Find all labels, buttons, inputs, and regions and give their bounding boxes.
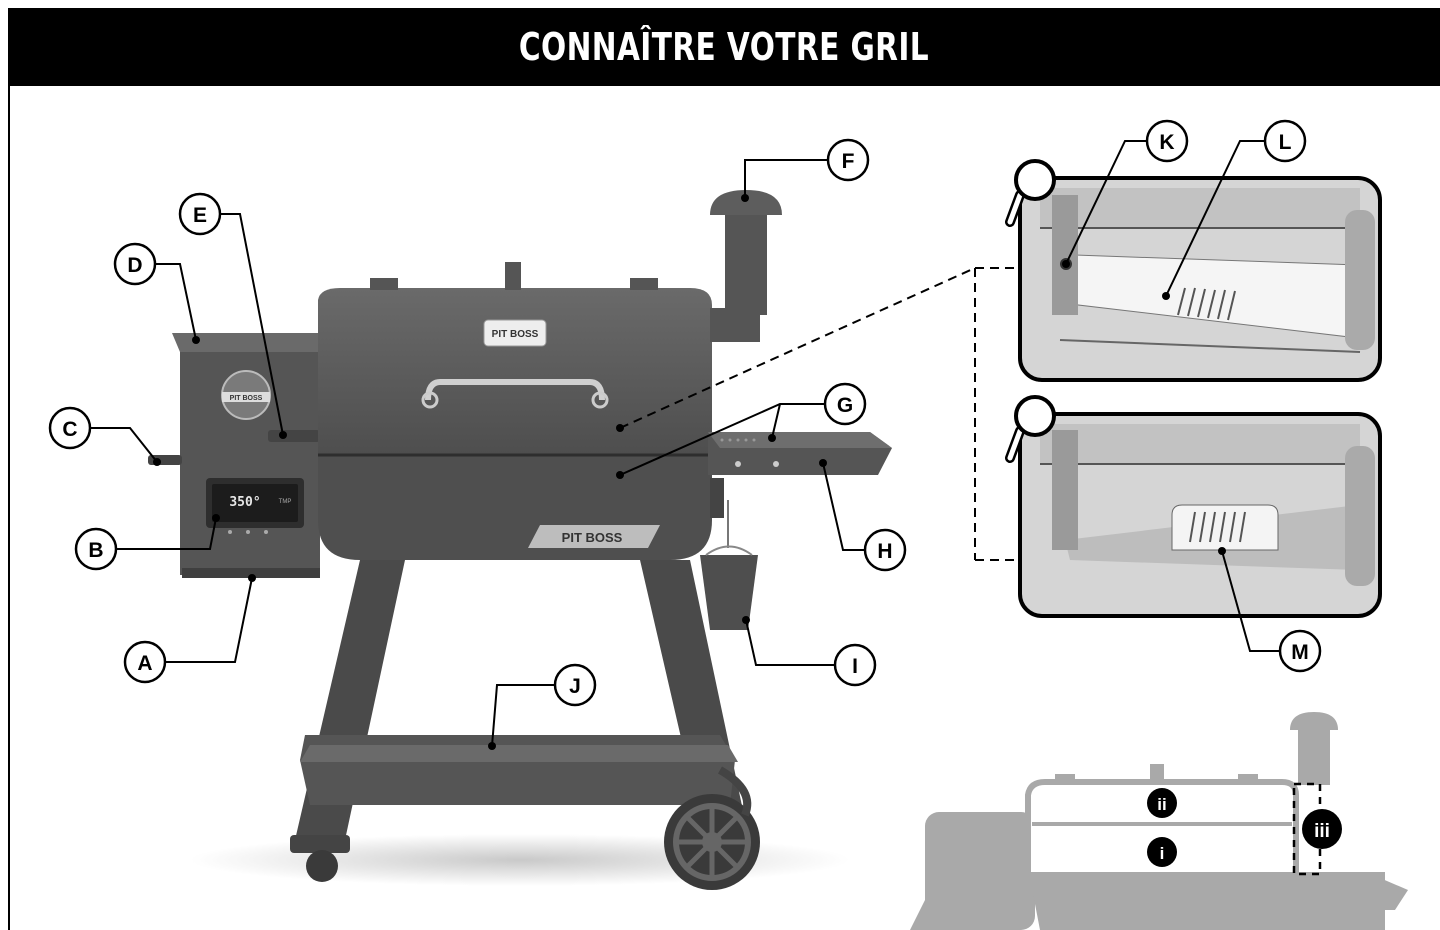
callout-h-label: H (877, 540, 892, 563)
callout-d (113, 242, 157, 286)
callout-l (1263, 119, 1307, 163)
callout-g-label: G (837, 394, 853, 417)
zone-iii-label: iii (1314, 821, 1330, 842)
page-header: CONNAÎTRE VOTRE GRIL (8, 8, 1440, 86)
controller-panel: 350° TMP (206, 478, 304, 534)
callout-b-label: B (88, 539, 103, 562)
callout-m (1278, 629, 1322, 673)
leader-lines (90, 159, 865, 747)
caster-wheel (306, 850, 338, 882)
magnifier-icon (1005, 159, 1056, 227)
hopper-logo: PIT BOSS (221, 370, 271, 420)
callout-i-label: I (852, 655, 858, 678)
zone-ii-marker (1147, 788, 1177, 818)
callout-c-label: C (62, 418, 77, 441)
hopper-lid (172, 333, 318, 352)
svg-text:350°: 350° (229, 495, 260, 510)
magnifier-icon (1005, 395, 1056, 463)
frame-border (8, 86, 10, 930)
grill-silhouette (910, 712, 1408, 930)
page-title: CONNAÎTRE VOTRE GRIL (518, 25, 930, 69)
leader-dots (153, 194, 827, 750)
dashed-connector (619, 267, 1022, 561)
callouts (48, 119, 1322, 707)
svg-text:PIT BOSS: PIT BOSS (562, 530, 623, 545)
zone-markers: ii i iii (1147, 788, 1342, 867)
grill-barrel (318, 455, 712, 560)
barrel-nameplate (528, 525, 660, 548)
zone-i-marker (1147, 837, 1177, 867)
callout-f (826, 138, 870, 182)
callout-j-label: J (569, 675, 581, 698)
chimney (725, 210, 767, 315)
callout-b (74, 527, 118, 571)
callout-h (863, 528, 907, 572)
zone-iii-marker (1302, 809, 1342, 849)
callout-c (48, 406, 92, 450)
callout-e-label: E (193, 204, 207, 227)
callout-d-label: D (127, 254, 142, 277)
callout-m-label: M (1291, 641, 1309, 664)
svg-text:PIT BOSS: PIT BOSS (230, 395, 263, 402)
callout-i (833, 643, 877, 687)
callout-a (123, 640, 167, 684)
callout-e (178, 192, 222, 236)
svg-text:PIT BOSS: PIT BOSS (492, 329, 539, 340)
callout-a-label: A (137, 652, 152, 675)
callout-j (553, 663, 597, 707)
zone-ii-label: ii (1157, 795, 1166, 814)
grill-lid (318, 288, 712, 455)
svg-text:TMP: TMP (279, 499, 292, 505)
inset-top (1018, 176, 1382, 382)
zone-i-label: i (1160, 844, 1165, 863)
callout-k-label: K (1159, 131, 1174, 154)
callout-k (1145, 119, 1189, 163)
grease-bucket (700, 555, 758, 630)
callout-f-label: F (842, 150, 855, 173)
callout-l-label: L (1279, 131, 1292, 154)
callout-g (823, 382, 867, 426)
grill-main: PIT BOSS 350° TMP PIT BOSS P (148, 190, 892, 890)
lid-handle (425, 379, 605, 401)
inset-bottom (1018, 412, 1382, 618)
hopper-cleanout (268, 430, 320, 442)
lid-badge (483, 319, 547, 347)
